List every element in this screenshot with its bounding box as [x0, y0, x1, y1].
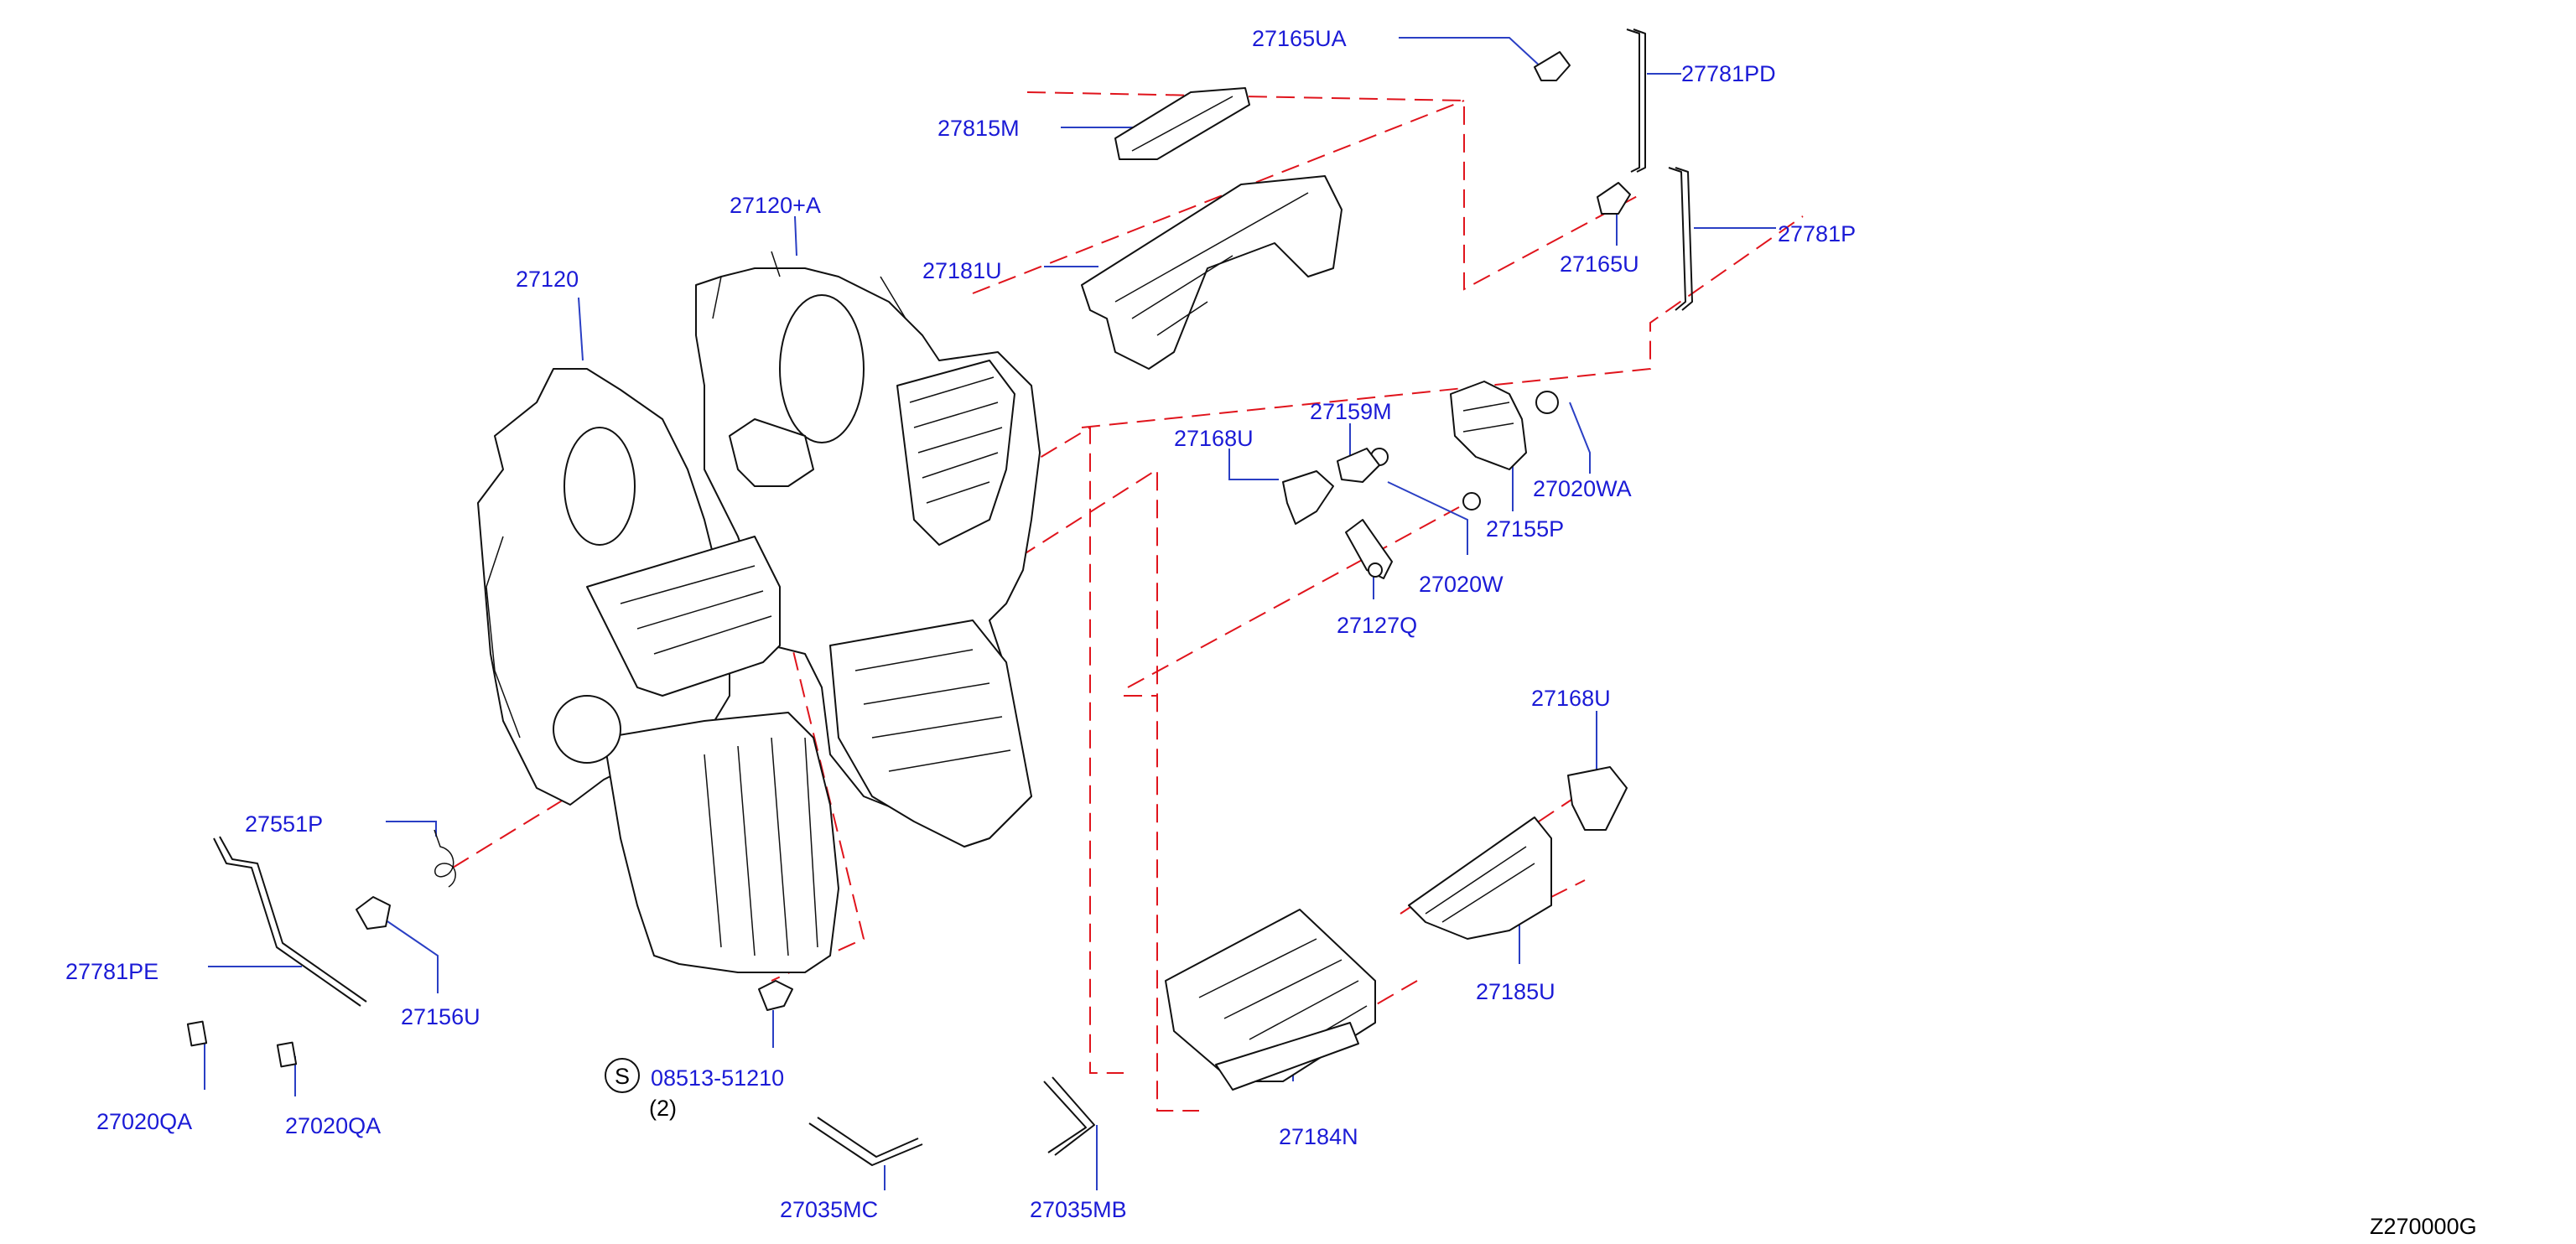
heater-unit-housing — [477, 251, 1041, 973]
label-08513-quantity: (2) — [649, 1096, 677, 1121]
label-27184N[interactable]: 27184N — [1279, 1124, 1358, 1149]
rod-27781PD — [1626, 29, 1646, 173]
rod-27781PE — [213, 836, 367, 1007]
label-27165U[interactable]: 27165U — [1560, 251, 1639, 277]
bracket-27815M — [1114, 87, 1250, 160]
label-27815M[interactable]: 27815M — [937, 116, 1020, 141]
label-27551P[interactable]: 27551P — [245, 811, 323, 837]
label-27127Q[interactable]: 27127Q — [1337, 613, 1417, 638]
label-27120A[interactable]: 27120+A — [730, 193, 821, 218]
label-27181U[interactable]: 27181U — [922, 258, 1002, 283]
filter-cover-27185U — [1408, 816, 1552, 940]
label-27168U-right[interactable]: 27168U — [1531, 686, 1611, 711]
duct-27181U — [1081, 175, 1343, 370]
clip-27020QA — [186, 1020, 298, 1068]
label-27020W[interactable]: 27020W — [1419, 572, 1504, 597]
label-27165UA[interactable]: 27165UA — [1252, 26, 1347, 51]
label-27159M[interactable]: 27159M — [1310, 399, 1392, 424]
label-27781PE[interactable]: 27781PE — [65, 959, 158, 984]
label-27781P[interactable]: 27781P — [1778, 221, 1856, 246]
leader-lines — [204, 37, 1776, 1190]
label-27185U[interactable]: 27185U — [1476, 979, 1555, 1004]
label-27781PD[interactable]: 27781PD — [1681, 61, 1776, 86]
label-27035MC[interactable]: 27035MC — [780, 1197, 878, 1222]
part-labels: 27165UA 27781PD 27815M 27781P 27120+A 27… — [65, 26, 1856, 1222]
rod-27781P — [1668, 167, 1693, 311]
label-27156U[interactable]: 27156U — [401, 1004, 480, 1029]
washer-27020W — [1370, 448, 1481, 511]
drain-hose-27035MB — [1043, 1076, 1095, 1156]
lever-27127Q — [1345, 519, 1393, 579]
label-27168U-top[interactable]: 27168U — [1174, 426, 1254, 451]
heater-core-27184N — [1165, 909, 1376, 1091]
label-27035MB[interactable]: 27035MB — [1030, 1197, 1127, 1222]
label-27155P[interactable]: 27155P — [1486, 516, 1564, 542]
drain-hose-27035MC — [808, 1117, 923, 1166]
screw-symbol: S — [605, 1058, 640, 1093]
link-27159M — [1337, 448, 1380, 483]
label-27120[interactable]: 27120 — [516, 267, 579, 292]
label-27020WA[interactable]: 27020WA — [1533, 476, 1632, 501]
actuator-link-27165U — [1597, 182, 1631, 215]
diagram-code: Z270000G — [2370, 1214, 2477, 1239]
screw-08513-51210 — [758, 980, 793, 1011]
actuator-link-27165UA — [1534, 51, 1571, 81]
actuator-27155P — [1450, 381, 1527, 470]
spring-27551P — [434, 829, 456, 888]
lever-27168U-right — [1567, 766, 1628, 831]
lever-27168U-top — [1282, 470, 1334, 525]
washer-27020WA — [1535, 391, 1559, 414]
screw-symbol-letter: S — [615, 1064, 630, 1089]
label-08513-51210[interactable]: 08513-51210 — [651, 1065, 784, 1091]
label-27020QA-right[interactable]: 27020QA — [285, 1113, 381, 1138]
label-27020QA-left[interactable]: 27020QA — [96, 1109, 192, 1134]
lever-27156U — [356, 896, 391, 930]
